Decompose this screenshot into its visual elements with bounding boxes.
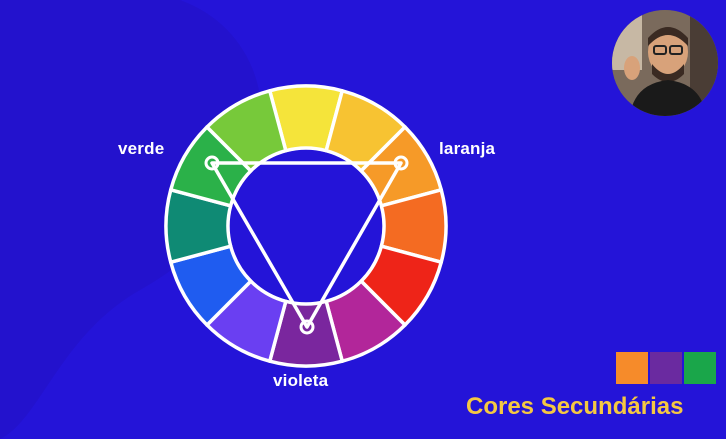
marker-violeta <box>299 319 315 335</box>
wheel-segment-yellow-green <box>205 89 288 173</box>
label-laranja: laranja <box>439 139 496 158</box>
label-verde: verde <box>118 139 165 158</box>
wheel-center <box>230 150 382 302</box>
presenter-avatar <box>612 10 718 116</box>
orange-swatch <box>616 352 648 384</box>
secondary-color-swatches <box>616 352 718 384</box>
presenter-webcam <box>612 10 718 116</box>
violet-swatch <box>650 352 682 384</box>
marker-verde <box>204 155 220 171</box>
label-violeta: violeta <box>273 371 329 390</box>
marker-laranja <box>393 155 409 171</box>
green-swatch <box>684 352 716 384</box>
secondary-triangle <box>210 161 403 329</box>
slide-title: Cores Secundárias <box>466 393 684 420</box>
